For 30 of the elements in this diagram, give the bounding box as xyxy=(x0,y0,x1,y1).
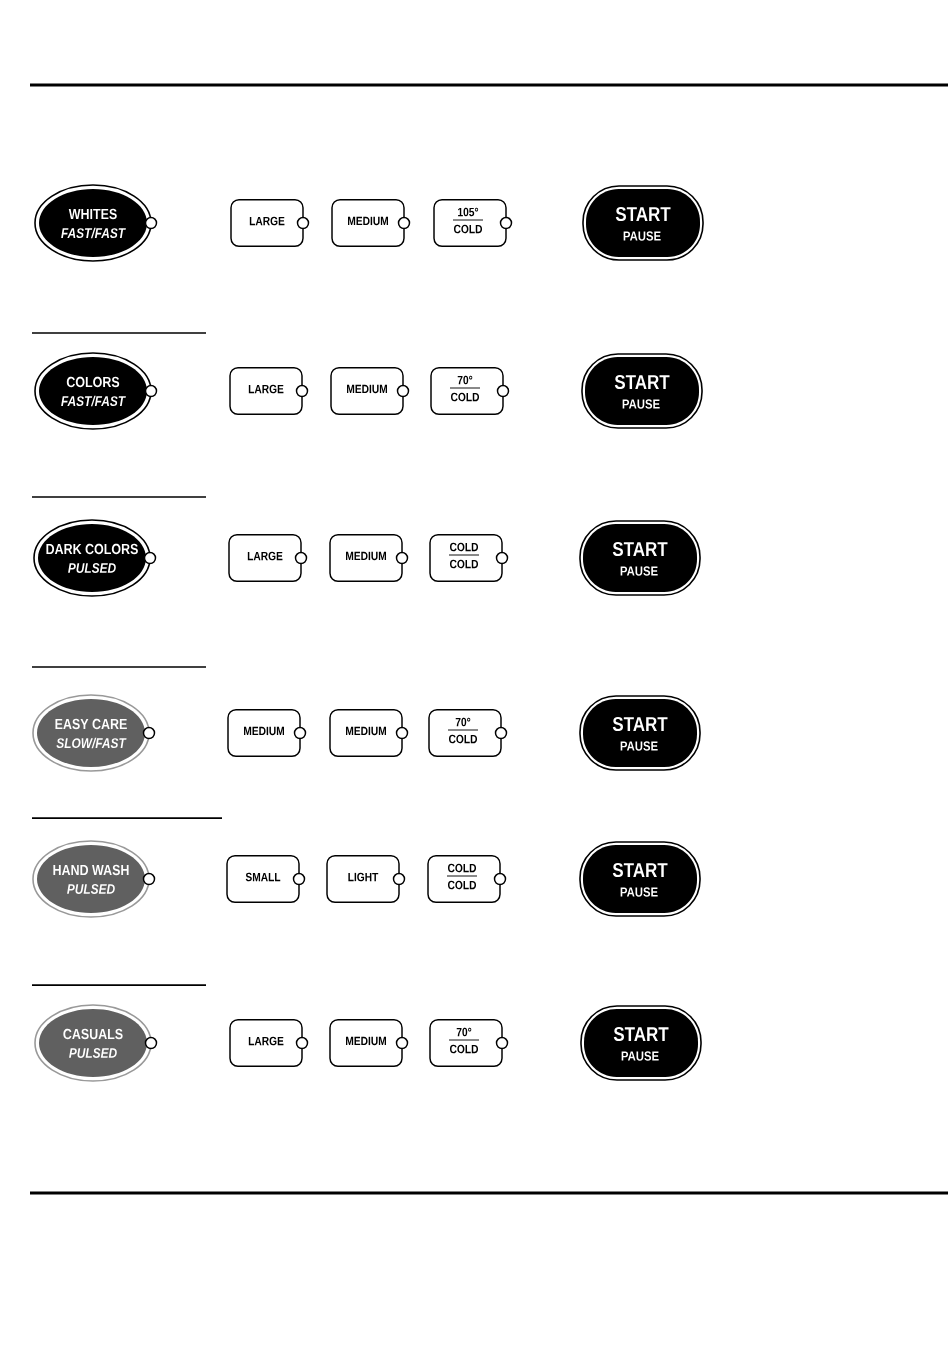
option-button: MEDIUM xyxy=(329,708,409,758)
option-button: 70° COLD xyxy=(428,708,508,758)
start-button: START PAUSE xyxy=(580,1005,702,1081)
option-button: LARGE xyxy=(229,366,309,416)
option-button: MEDIUM xyxy=(227,708,307,758)
cycle-button: HAND WASH PULSED xyxy=(32,840,156,918)
start-button: START PAUSE xyxy=(579,841,701,917)
option-button: 70° COLD xyxy=(429,1018,509,1068)
option-button: MEDIUM xyxy=(331,198,411,248)
option-button: MEDIUM xyxy=(329,533,409,583)
option-button: MEDIUM xyxy=(330,366,410,416)
cycle-button: DARK COLORS PULSED xyxy=(33,519,157,597)
option-button: LARGE xyxy=(228,533,308,583)
option-button: COLD COLD xyxy=(429,533,509,583)
option-button: LARGE xyxy=(229,1018,309,1068)
option-button: LARGE xyxy=(230,198,310,248)
cycle-button: EASY CARE SLOW/FAST xyxy=(32,694,156,772)
cycle-button: WHITES FAST/FAST xyxy=(34,184,158,262)
option-button: SMALL xyxy=(226,854,306,904)
start-button: START PAUSE xyxy=(581,353,703,429)
option-button: MEDIUM xyxy=(329,1018,409,1068)
option-button: 70° COLD xyxy=(430,366,510,416)
option-button: 105° COLD xyxy=(433,198,513,248)
cycle-button: COLORS FAST/FAST xyxy=(34,352,158,430)
cycle-button: CASUALS PULSED xyxy=(34,1004,158,1082)
start-button: START PAUSE xyxy=(579,520,701,596)
start-button: START PAUSE xyxy=(579,695,701,771)
option-button: COLD COLD xyxy=(427,854,507,904)
start-button: START PAUSE xyxy=(582,185,704,261)
option-button: LIGHT xyxy=(326,854,406,904)
